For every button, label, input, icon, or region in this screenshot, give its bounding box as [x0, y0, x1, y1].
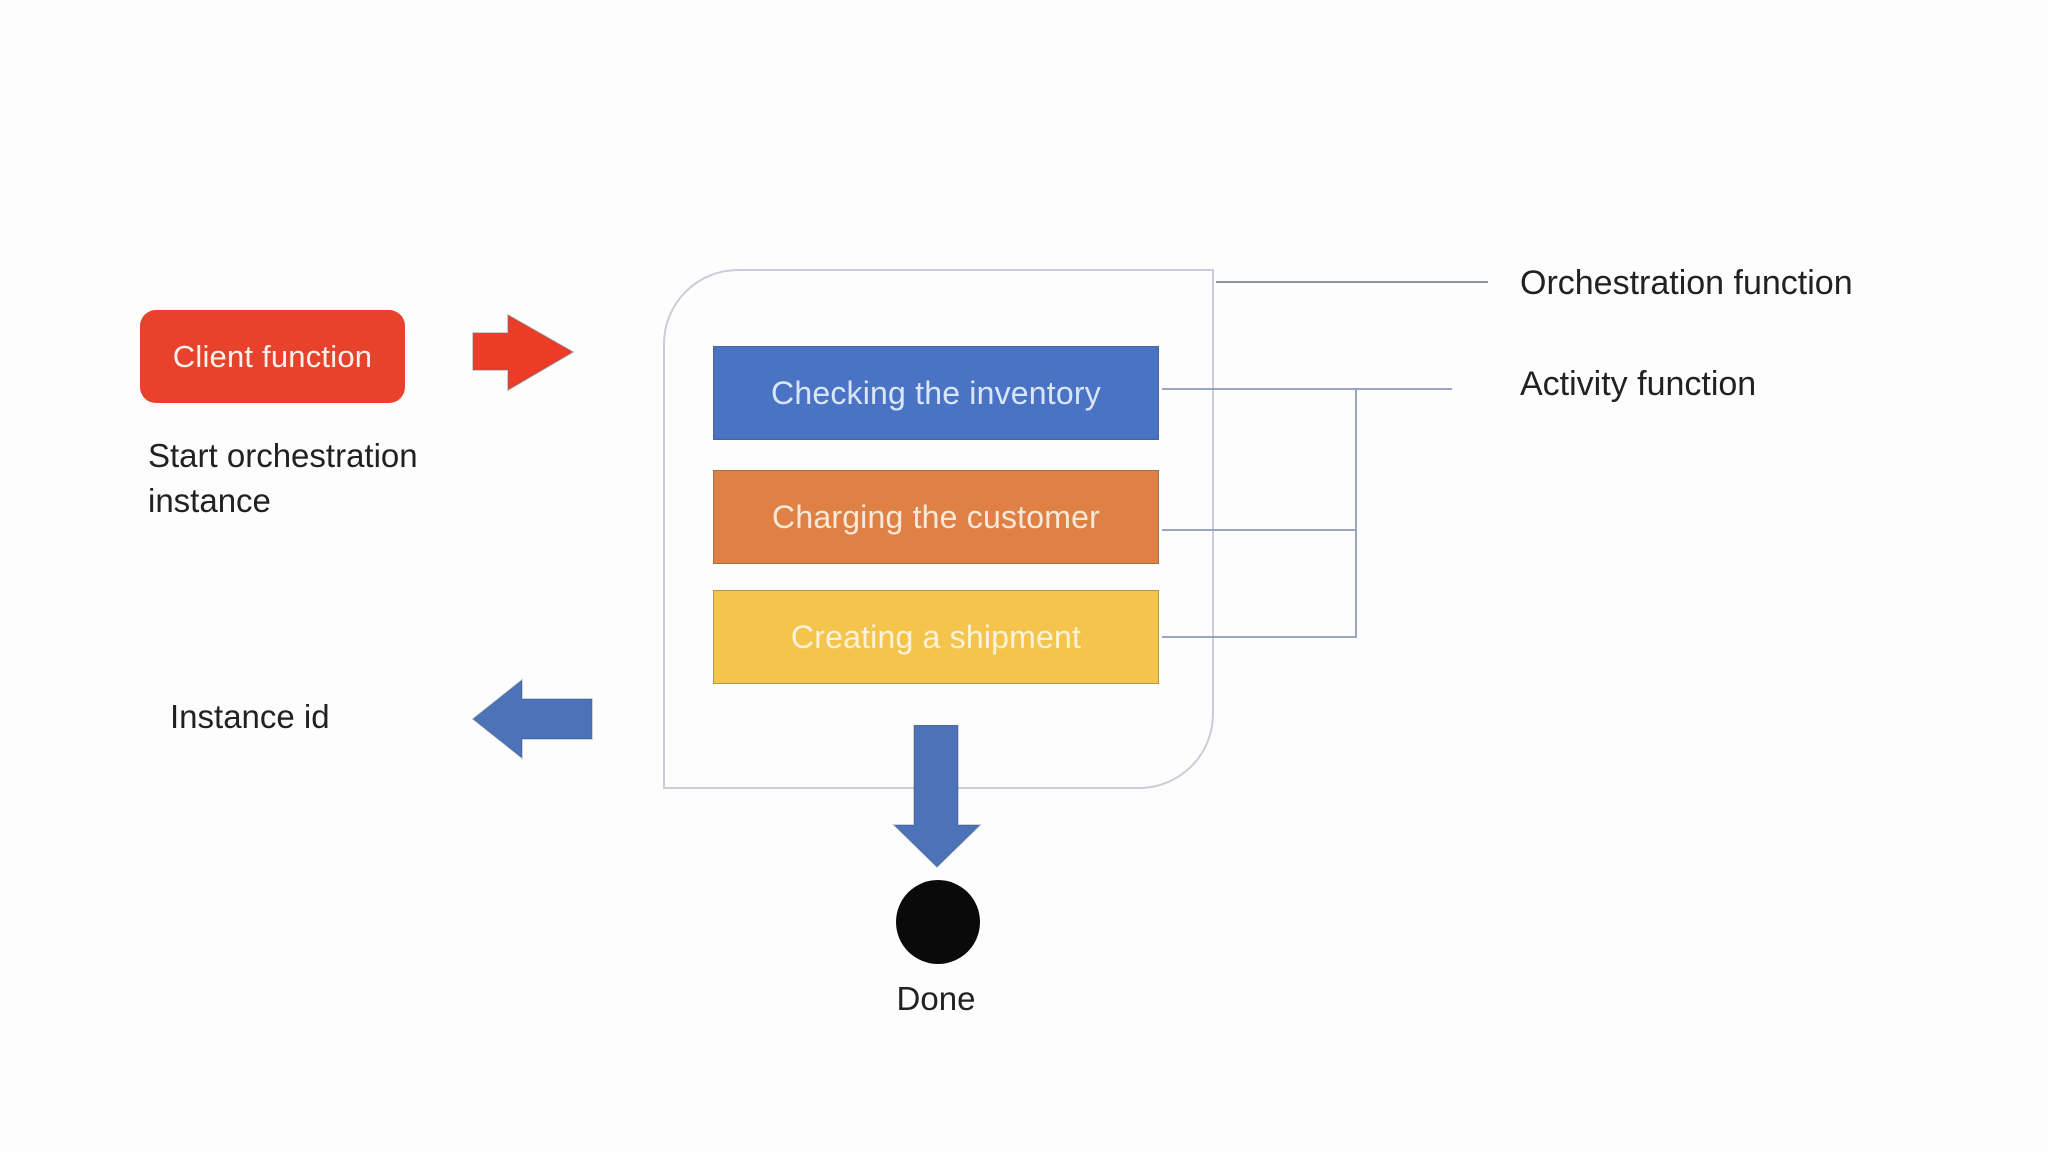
- orchestration-function-label: Orchestration function: [1520, 264, 1853, 302]
- activity-box-checking-inventory: Checking the inventory: [713, 346, 1159, 440]
- orchestration-callout-line: [1216, 281, 1488, 283]
- activity-label-text: Creating a shipment: [790, 618, 1082, 655]
- activity-connector-line-2: [1162, 529, 1357, 531]
- client-function-box: Client function: [140, 310, 405, 403]
- start-orchestration-caption: Start orchestration instance: [148, 437, 418, 519]
- arrow-left-icon: [471, 678, 593, 760]
- arrow-right-icon: [472, 313, 575, 392]
- activity-connector-line-3: [1162, 636, 1357, 638]
- activity-connector-line-1: [1162, 388, 1452, 390]
- done-terminal-circle: [896, 880, 980, 964]
- activity-box-charging-customer: Charging the customer: [713, 470, 1159, 564]
- instance-id-caption: Instance id: [170, 698, 330, 735]
- activity-function-label: Activity function: [1520, 365, 1757, 403]
- activity-connector-branch-line: [1355, 388, 1357, 638]
- activity-label-text: Charging the customer: [772, 498, 1100, 535]
- activity-box-creating-shipment: Creating a shipment: [713, 590, 1159, 684]
- activity-label-text: Checking the inventory: [771, 374, 1101, 411]
- done-label: Done: [896, 980, 976, 1017]
- client-function-label: Client function: [172, 338, 373, 374]
- arrow-down-icon: [892, 725, 982, 869]
